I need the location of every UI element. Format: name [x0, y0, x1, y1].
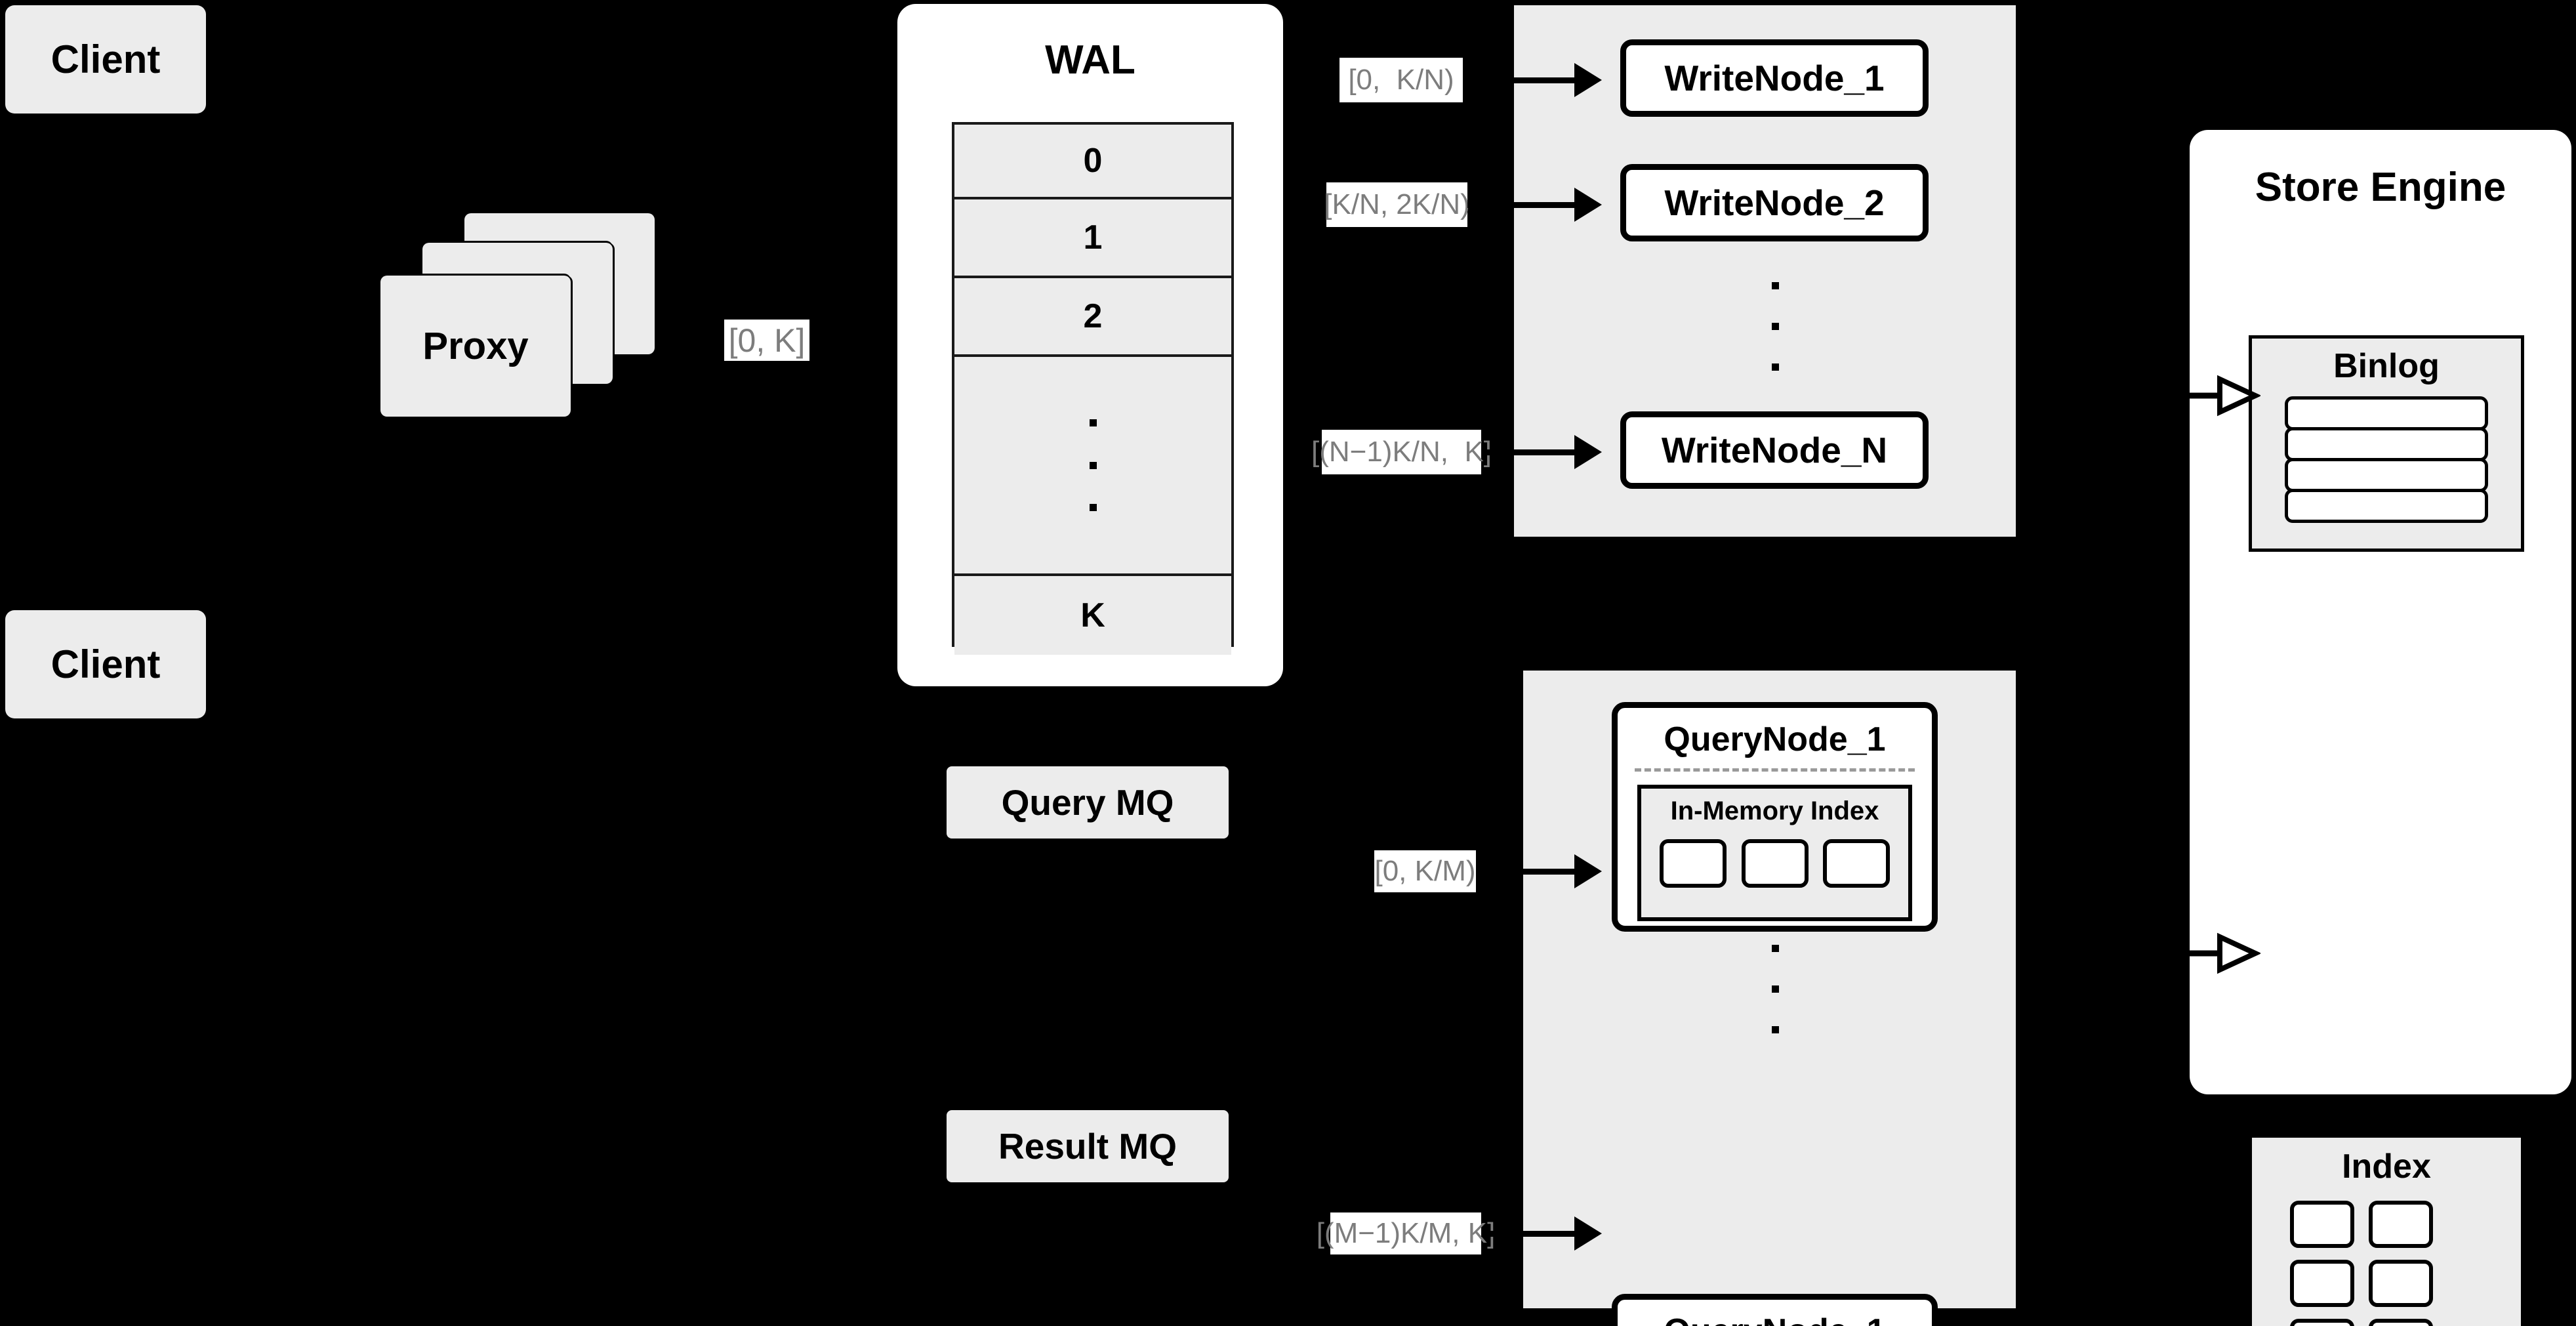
- proxy-stack[interactable]: Proxy: [380, 213, 669, 430]
- wal-title: WAL: [1045, 37, 1135, 83]
- query-mq-box[interactable]: Query MQ: [947, 766, 1229, 839]
- index-cell[interactable]: [2290, 1201, 2354, 1248]
- proxy-label: Proxy: [422, 325, 529, 367]
- binlog-slab[interactable]: [2285, 427, 2488, 461]
- label-query-node-m-text: [(M−1)K/M, K]: [1316, 1217, 1496, 1249]
- arrow-head-query-m: [1574, 1216, 1602, 1251]
- arrow-line-query-1: [1476, 869, 1581, 875]
- wal-row-2: 2: [954, 278, 1231, 357]
- result-mq-label: Result MQ: [998, 1126, 1177, 1167]
- label-write-node-n-text: [(N−1)K/N, K]: [1311, 436, 1492, 468]
- index-cell[interactable]: [2290, 1319, 2354, 1326]
- arrow-line-write-2: [1467, 202, 1581, 208]
- index-group: Index: [2249, 1134, 2524, 1326]
- index-cell[interactable]: [2290, 1260, 2354, 1307]
- store-engine-panel: Store Engine Binlog Index: [2190, 130, 2571, 1326]
- label-query-node-1-text: [0, K/M): [1374, 855, 1476, 887]
- write-node-label-1: WriteNode_1: [1664, 58, 1885, 98]
- write-node-label-n: WriteNode_N: [1661, 430, 1888, 470]
- write-node-vertical-dots-icon: [1771, 282, 1779, 371]
- label-write-node-1: [0, K/N): [1339, 58, 1463, 102]
- write-node-box-1[interactable]: WriteNode_1: [1620, 39, 1929, 117]
- arrow-line-write-n: [1481, 449, 1581, 455]
- index-cell[interactable]: [2369, 1319, 2433, 1326]
- index-title: Index: [2342, 1148, 2431, 1186]
- wal-row-ellipsis: [954, 357, 1231, 576]
- client-box-1[interactable]: Client: [5, 5, 206, 114]
- binlog-slabs: [2285, 396, 2488, 523]
- write-node-label-2: WriteNode_2: [1664, 182, 1885, 223]
- query-node-separator-1: [1635, 768, 1915, 772]
- write-node-box-2[interactable]: WriteNode_2: [1620, 164, 1929, 241]
- client-box-2[interactable]: Client: [5, 610, 206, 718]
- binlog-slab[interactable]: [2285, 458, 2488, 492]
- client-label-1: Client: [51, 37, 161, 81]
- query-node-title-m: QueryNode_1: [1618, 1312, 1932, 1326]
- result-mq-box[interactable]: Result MQ: [947, 1110, 1229, 1182]
- arrow-to-index-hollow-icon: [2182, 930, 2262, 976]
- label-proxy-to-wal: [0, K]: [724, 320, 809, 361]
- arrow-head-write-2: [1574, 188, 1602, 222]
- query-node-box-m[interactable]: QueryNode_1 In-Memory Index: [1612, 1294, 1938, 1326]
- label-write-node-2: [K/N, 2K/N): [1324, 182, 1470, 227]
- query-node-box-1[interactable]: QueryNode_1 In-Memory Index: [1612, 702, 1938, 932]
- wal-row-list: 0 1 2 K: [952, 122, 1234, 655]
- index-cell-grid: [2290, 1201, 2483, 1326]
- client-label-2: Client: [51, 642, 161, 686]
- arrow-head-query-1: [1574, 854, 1602, 888]
- arrow-to-binlog-hollow-icon: [2182, 373, 2262, 419]
- write-node-box-n[interactable]: WriteNode_N: [1620, 411, 1929, 489]
- in-memory-index-1: In-Memory Index: [1637, 785, 1912, 921]
- index-cell[interactable]: [1660, 839, 1727, 888]
- label-query-node-1: [0, K/M): [1374, 850, 1476, 892]
- query-mq-label: Query MQ: [1001, 782, 1174, 823]
- wal-row-0: 0: [954, 125, 1231, 199]
- binlog-title: Binlog: [2333, 347, 2440, 385]
- label-write-node-1-text: [0, K/N): [1348, 64, 1454, 96]
- index-cell[interactable]: [1823, 839, 1890, 888]
- store-engine-title: Store Engine: [2255, 165, 2506, 210]
- binlog-slab[interactable]: [2285, 489, 2488, 523]
- arrow-line-query-m: [1481, 1231, 1581, 1237]
- wal-vertical-dots-icon: [1089, 419, 1097, 511]
- arrow-line-write-1: [1463, 77, 1581, 83]
- query-node-title-1: QueryNode_1: [1664, 720, 1886, 758]
- label-query-node-m: [(M−1)K/M, K]: [1317, 1212, 1495, 1254]
- binlog-group: Binlog: [2249, 335, 2524, 552]
- proxy-card-front[interactable]: Proxy: [380, 276, 571, 417]
- label-write-node-n: [(N−1)K/N, K]: [1311, 430, 1492, 474]
- arrow-head-write-n: [1574, 435, 1602, 469]
- binlog-slab[interactable]: [2285, 396, 2488, 430]
- label-write-node-2-text: [K/N, 2K/N): [1324, 188, 1470, 220]
- in-memory-index-title-1: In-Memory Index: [1670, 797, 1879, 825]
- wal-row-k: K: [954, 576, 1231, 655]
- index-cell[interactable]: [2369, 1260, 2433, 1307]
- in-memory-index-cells-1: [1660, 839, 1890, 888]
- wal-container: WAL 0 1 2 K: [897, 4, 1283, 686]
- arrow-head-write-1: [1574, 63, 1602, 97]
- label-proxy-to-wal-text: [0, K]: [728, 321, 806, 359]
- wal-row-1: 1: [954, 199, 1231, 278]
- index-cell[interactable]: [2369, 1201, 2433, 1248]
- index-cell[interactable]: [1741, 839, 1809, 888]
- query-node-vertical-dots-icon: [1771, 945, 1779, 1033]
